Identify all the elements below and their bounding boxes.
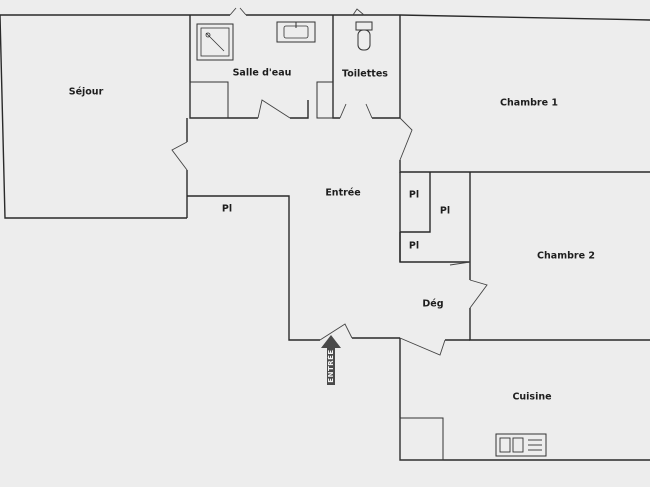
room-label-cuisine: Cuisine <box>512 392 551 403</box>
entrance-arrow-label: ENTRÉE <box>326 349 335 382</box>
room-label-pl-left: Pl <box>222 204 232 215</box>
room-label-salle-deau: Salle d'eau <box>233 68 292 79</box>
walls <box>0 14 650 461</box>
entrance-arrow: ENTRÉE <box>321 335 341 385</box>
room-label-sejour: Séjour <box>69 87 104 98</box>
washbasin-icon <box>276 21 316 43</box>
room-label-pl-1: Pl <box>409 190 419 201</box>
room-labels: Séjour Salle d'eau Toilettes Chambre 1 E… <box>69 68 595 403</box>
room-label-entree: Entrée <box>325 188 360 199</box>
cooktop-icon <box>495 433 547 457</box>
doors <box>171 7 488 356</box>
cupboard-wc <box>316 81 334 119</box>
room-label-chambre-2: Chambre 2 <box>537 251 595 262</box>
toilet-icon <box>355 21 373 51</box>
shower-tray-icon <box>196 23 234 61</box>
fixtures <box>189 81 444 461</box>
room-label-pl-3: Pl <box>409 241 419 252</box>
room-label-toilettes: Toilettes <box>342 69 388 80</box>
room-label-pl-2: Pl <box>440 206 450 217</box>
kitchen-counter <box>399 417 444 461</box>
cupboard-bath <box>189 81 229 119</box>
room-label-chambre-1: Chambre 1 <box>500 98 558 109</box>
room-label-deg: Dég <box>422 299 443 310</box>
entrance-arrow-shape <box>321 335 341 385</box>
